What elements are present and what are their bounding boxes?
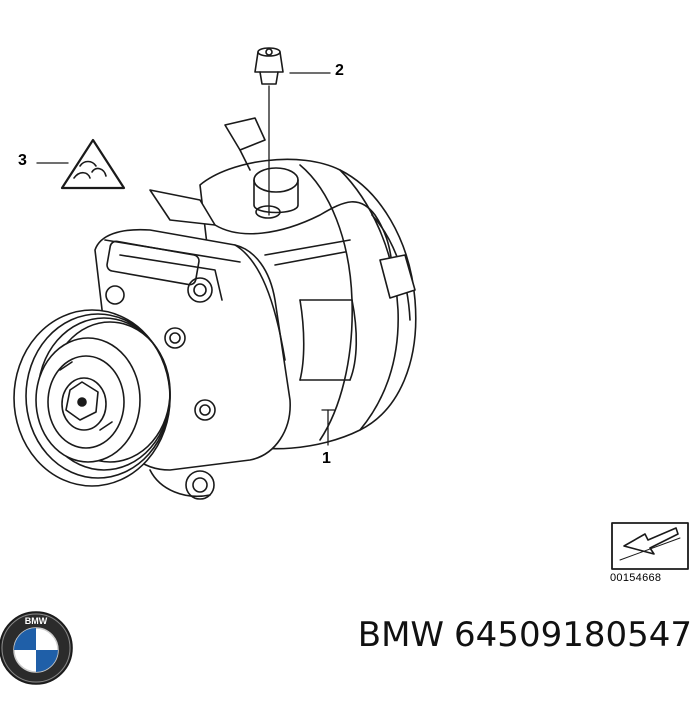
callout-3: 3 [18,152,27,169]
reference-code: 00154668 [610,572,662,584]
bmw-logo: BMW [0,611,73,685]
leader-lines [36,72,335,446]
pulley [13,309,171,487]
part-number: 64509180547 [454,615,692,655]
warning-triangle-icon [60,138,126,190]
bmw-logo-letters: BMW [25,616,48,626]
callout-1: 1 [322,450,331,467]
callout-2: 2 [335,62,344,79]
pressure-sensor [149,117,416,299]
valve-part [254,47,284,85]
reference-arrow-box [611,522,689,570]
brand-name: BMW [357,615,445,655]
